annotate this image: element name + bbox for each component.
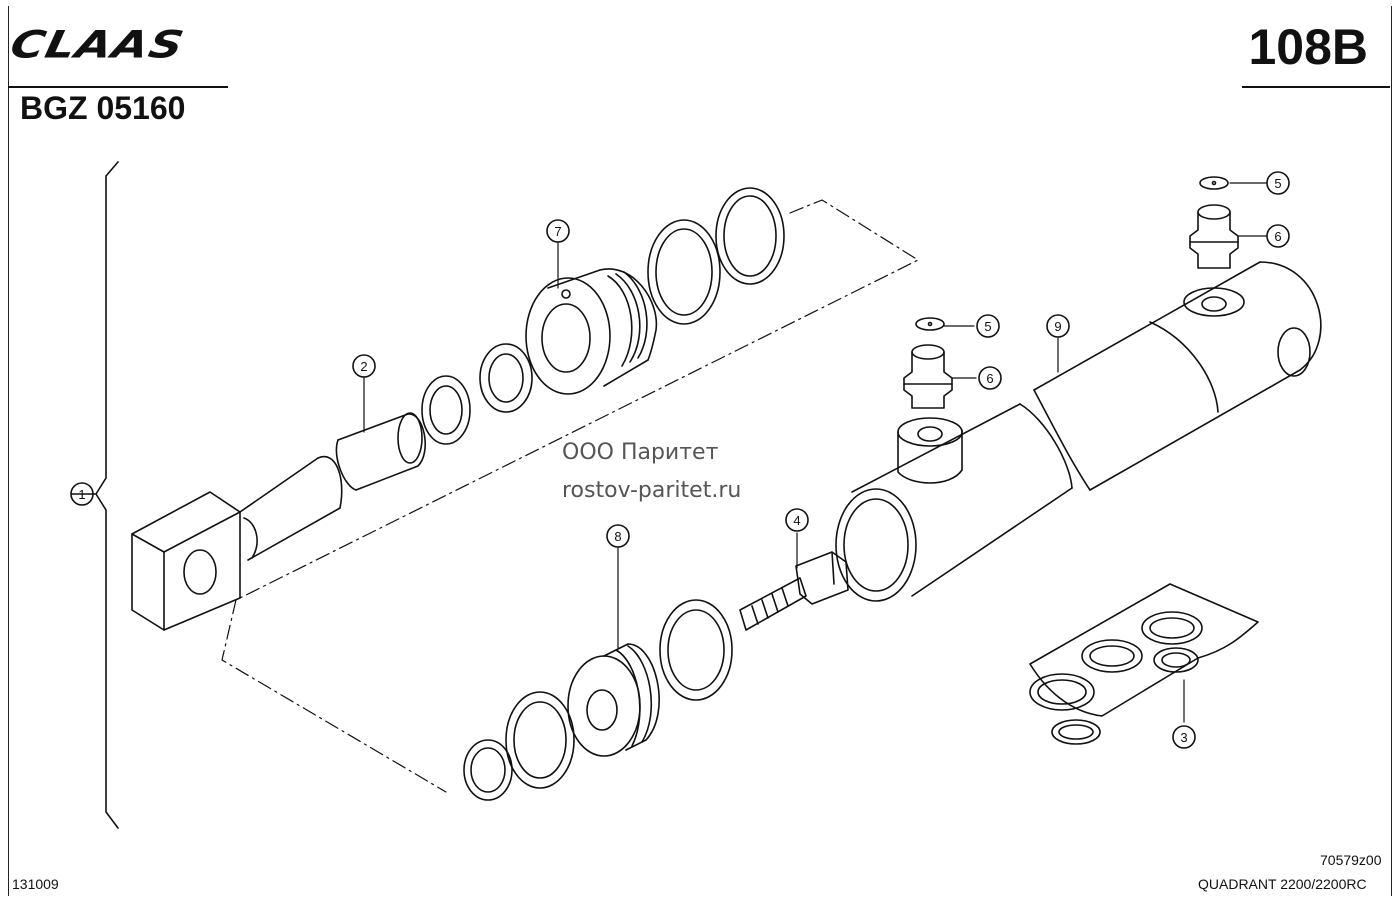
callout-7-label: 7	[554, 224, 561, 239]
watermark-url: rostov-paritet.ru	[562, 478, 742, 503]
part-2-sleeve	[335, 412, 426, 491]
part-9-cylinder-rear	[1033, 261, 1322, 491]
callout-1-label: 1	[78, 487, 85, 502]
callout-2: 2	[352, 354, 376, 378]
guide-ring-b	[479, 343, 533, 413]
drawing-frame	[8, 6, 1392, 896]
assembly-path-lines	[221, 199, 919, 793]
footer-left-code: 131009	[12, 876, 59, 892]
part-5-washer-rear	[1199, 176, 1229, 190]
header-rule-left	[8, 86, 228, 88]
callout-2-label: 2	[360, 359, 367, 374]
drawing-code: BGZ 05160	[20, 90, 186, 126]
callout-5-front-label: 5	[984, 319, 991, 334]
part-5-washer-front	[915, 317, 945, 331]
callout-4: 4	[785, 508, 809, 532]
callout-6-rear: 6	[1266, 224, 1290, 248]
piston-ring-a	[505, 691, 575, 789]
part-7-gland	[525, 268, 658, 395]
footer-model: QUADRANT 2200/2200RC	[1198, 876, 1367, 892]
callout-6-front-label: 6	[986, 371, 993, 386]
piston-ring-c	[659, 599, 733, 701]
part-3-seal-kit	[1029, 583, 1259, 745]
header-rule-right	[1242, 86, 1390, 88]
callout-4-label: 4	[793, 513, 800, 528]
part-8-piston	[567, 643, 660, 757]
callout-3: 3	[1172, 725, 1196, 749]
cylinder-barrel-front	[835, 403, 1073, 602]
callout-1: 1	[70, 482, 94, 506]
callout-9-label: 9	[1054, 319, 1061, 334]
piston-ring-b	[463, 739, 513, 801]
leader-lines	[363, 182, 1267, 723]
sheet-number: 108B	[1248, 19, 1368, 75]
part-4-bolt	[739, 551, 849, 631]
assembly-bracket	[71, 161, 119, 829]
footer-image-ref: 70579z00	[1320, 852, 1382, 868]
callout-6-front: 6	[978, 366, 1002, 390]
callout-5-front: 5	[976, 314, 1000, 338]
callout-7: 7	[546, 219, 570, 243]
callout-5-rear: 5	[1266, 171, 1290, 195]
callout-8: 8	[606, 524, 630, 548]
o-ring-large-b	[715, 187, 785, 285]
callout-9: 9	[1046, 314, 1070, 338]
watermark-company: ООО Паритет	[562, 440, 719, 465]
guide-ring-a	[421, 375, 471, 445]
callout-8-label: 8	[614, 529, 621, 544]
callout-3-label: 3	[1180, 730, 1187, 745]
piston-rod-clevis	[131, 455, 343, 631]
callout-5-rear-label: 5	[1274, 176, 1281, 191]
part-6-fitting-rear	[1189, 204, 1239, 269]
o-ring-large-a	[647, 219, 721, 325]
part-6-fitting-front	[903, 344, 953, 409]
callout-6-rear-label: 6	[1274, 229, 1281, 244]
